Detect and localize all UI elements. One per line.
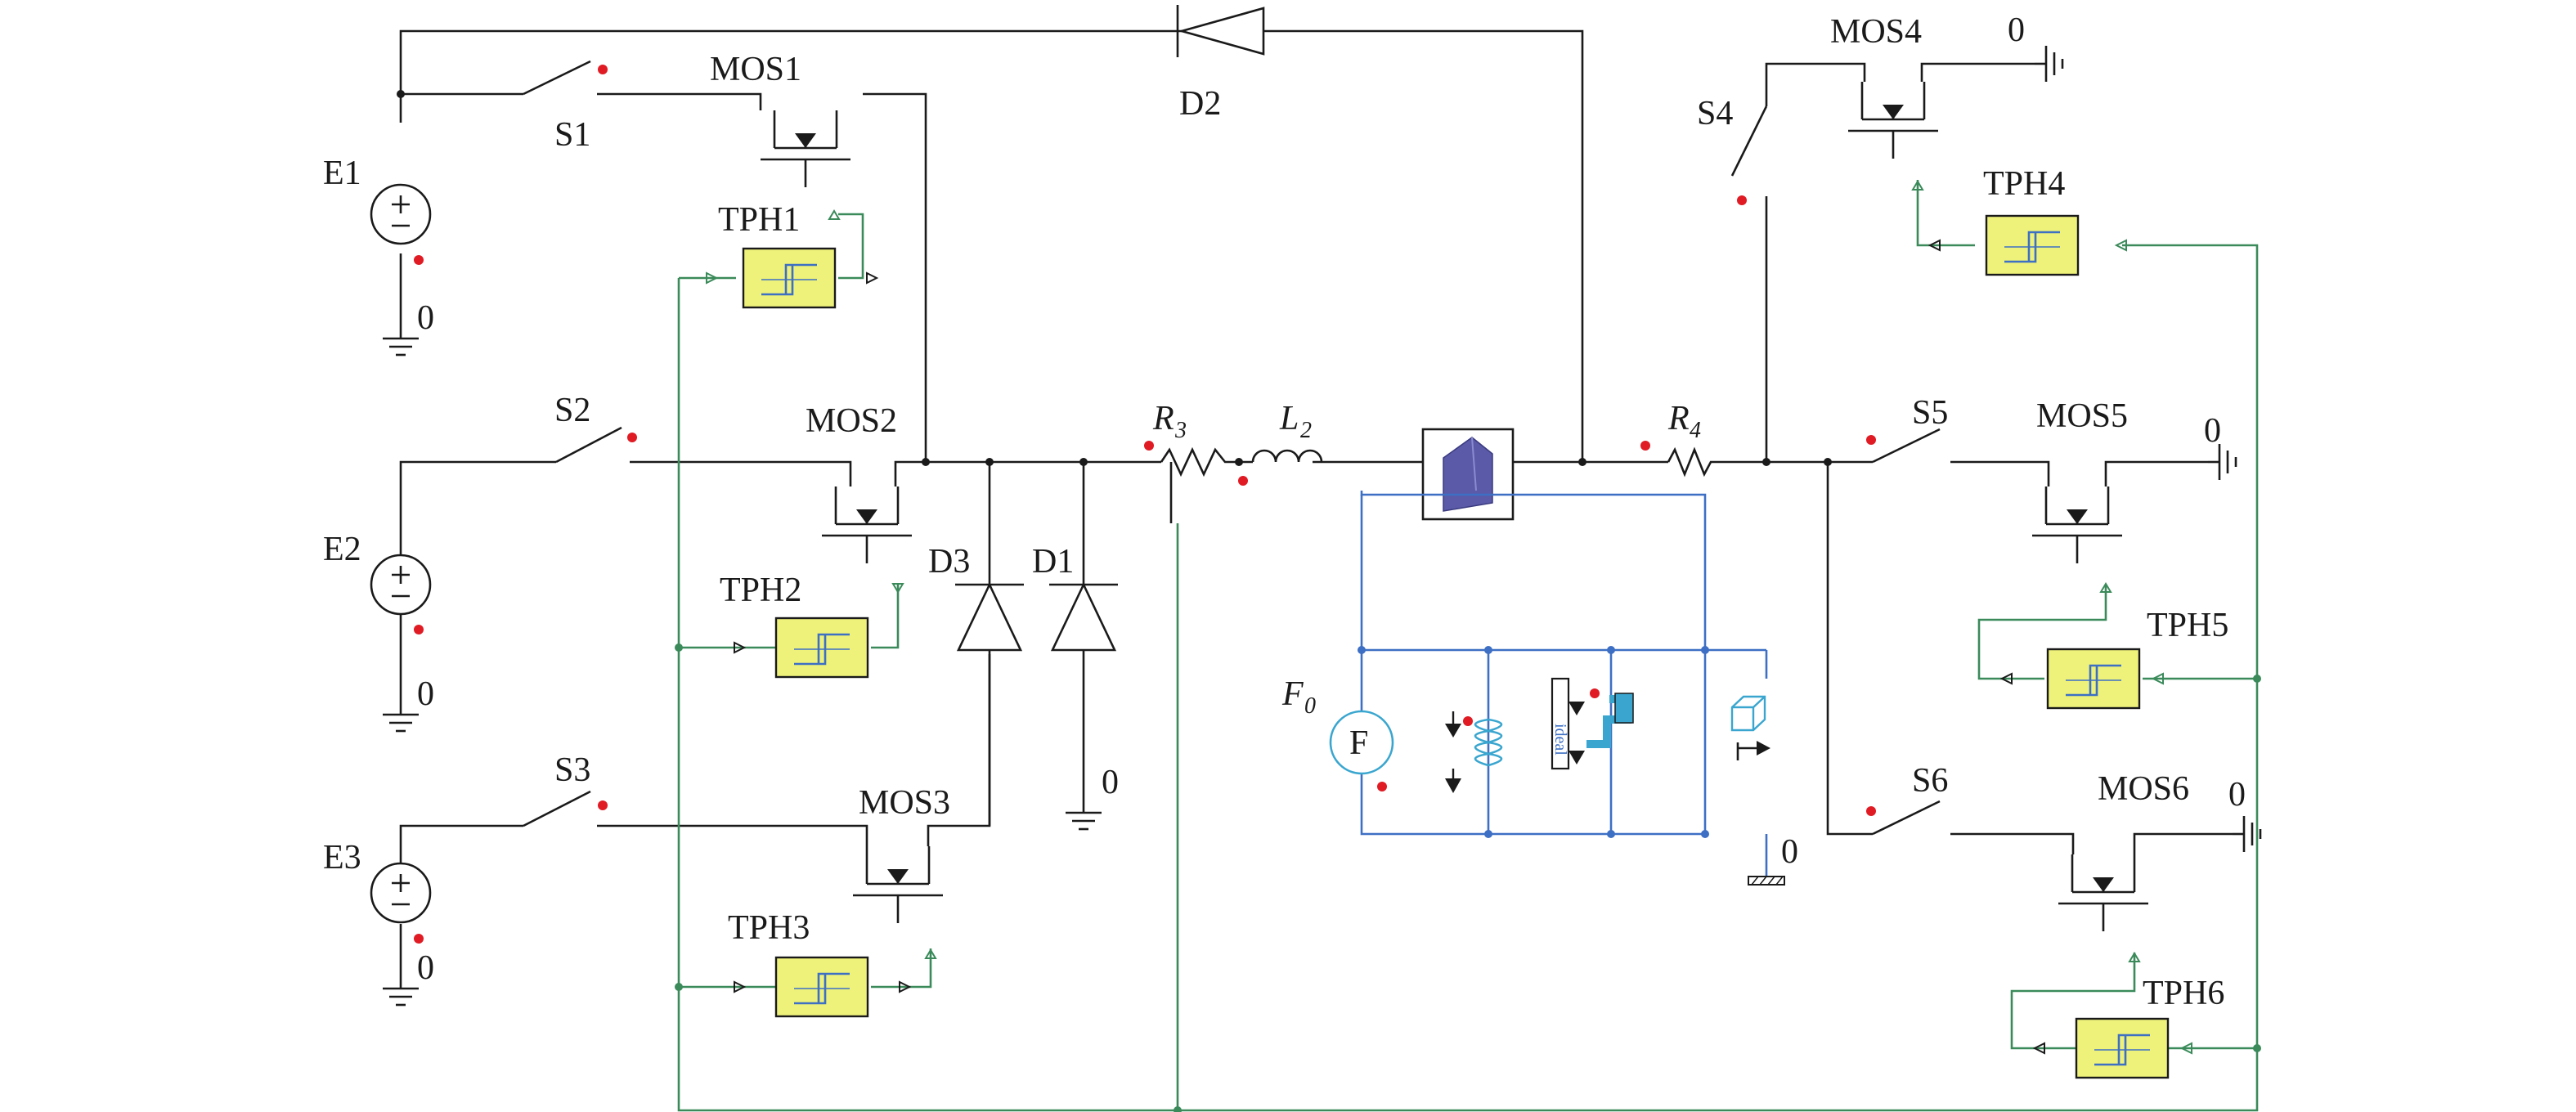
d3-label: D3 [928,543,970,581]
ground-e1: 0 [381,299,434,356]
svg-text:0: 0 [1102,764,1119,801]
hysteresis-tph5[interactable]: TPH5 [2046,607,2228,710]
r3-label: R [1152,400,1174,437]
d2-label: D2 [1179,85,1221,123]
tph2-label: TPH2 [720,572,801,609]
voltage-source-e1[interactable]: E1 [323,155,432,245]
e2-label: E2 [323,531,361,568]
spring-element[interactable] [1445,711,1503,793]
diode-d1[interactable]: D1 [1032,543,1118,652]
mos4-label: MOS4 [1830,13,1922,51]
svg-text:0: 0 [1304,693,1316,719]
svg-text:0: 0 [1781,833,1798,871]
force-source-f0[interactable]: F F 0 [1281,675,1394,775]
svg-text:0: 0 [417,675,434,713]
diode-d3[interactable]: D3 [928,543,1024,826]
svg-text:0: 0 [417,299,434,337]
svg-text:F: F [1349,724,1368,762]
tph4-label: TPH4 [1983,165,2065,203]
ground-mos4: 0 [2008,11,2064,83]
switch-s6[interactable]: S6 [1872,762,1948,836]
s5-label: S5 [1912,394,1948,432]
mos3-label: MOS3 [859,784,950,822]
ground-e2: 0 [381,675,434,733]
hysteresis-tph4[interactable]: TPH4 [1983,165,2080,276]
tph5-label: TPH5 [2147,607,2228,644]
ideal-damper[interactable]: ideal [1551,677,1634,770]
gate-control-wiring [677,180,2259,1112]
s2-label: S2 [554,392,590,429]
r4-label: R [1667,400,1690,437]
l2-label: L [1279,400,1299,437]
ground-e3: 0 [381,949,434,1007]
hysteresis-tph1[interactable]: TPH1 [718,201,837,309]
voltage-source-e3[interactable]: E3 [323,839,432,924]
hysteresis-tph6[interactable]: TPH6 [2075,975,2224,1079]
diode-d2[interactable]: D2 [1176,5,1265,123]
junction-nodes [397,90,2261,1112]
mosfet-mos3[interactable]: MOS3 [851,784,950,925]
ideal-label: ideal [1551,724,1569,756]
resistor-r3[interactable]: R 3 [1152,400,1239,478]
switch-s2[interactable]: S2 [554,392,622,464]
svg-text:3: 3 [1174,418,1187,443]
ground-mos5: 0 [2204,412,2237,482]
svg-text:0: 0 [2008,11,2025,49]
tph1-label: TPH1 [718,201,800,239]
ground-mos6: 0 [2228,776,2262,854]
svg-text:4: 4 [1690,418,1701,443]
switch-s4[interactable]: S4 [1697,95,1768,177]
s1-label: S1 [554,116,590,154]
svg-text:0: 0 [2204,412,2221,450]
mos6-label: MOS6 [2098,770,2189,808]
polarity-markers [414,65,1876,944]
e1-label: E1 [323,155,361,192]
f0-label: F [1281,675,1304,713]
voltage-source-e2[interactable]: E2 [323,531,432,616]
hysteresis-tph3[interactable]: TPH3 [728,909,869,1018]
mos2-label: MOS2 [806,402,897,440]
gate-arrows [706,180,2192,1055]
mosfet-mos6[interactable]: MOS6 [2057,770,2189,933]
svg-text:0: 0 [2228,776,2246,814]
switch-s5[interactable]: S5 [1872,394,1948,464]
mosfet-mos1[interactable]: MOS1 [710,51,852,189]
electromechanical-converter[interactable] [1421,428,1515,521]
d1-label: D1 [1032,543,1074,581]
s4-label: S4 [1697,95,1733,132]
svg-text:0: 0 [417,949,434,987]
switch-s3[interactable]: S3 [523,751,591,827]
mech-reference-ground: 0 [1748,833,1798,886]
s6-label: S6 [1912,762,1948,800]
resistor-r4[interactable]: R 4 [1667,400,1716,478]
mosfet-mos5[interactable]: MOS5 [2031,397,2128,565]
mosfet-mos4[interactable]: MOS4 [1830,13,1940,160]
tph6-label: TPH6 [2143,975,2224,1012]
inductor-l2[interactable]: L 2 [1239,400,1323,464]
main-wiring [399,29,2233,977]
mosfet-mos2[interactable]: MOS2 [806,402,913,565]
ground-d1: 0 [1064,764,1119,831]
mos5-label: MOS5 [2036,397,2128,435]
e3-label: E3 [323,839,361,877]
mos1-label: MOS1 [710,51,801,88]
hysteresis-tph2[interactable]: TPH2 [720,572,869,679]
switch-s1[interactable]: S1 [523,60,591,154]
svg-text:2: 2 [1300,418,1312,443]
tph3-label: TPH3 [728,909,810,947]
s3-label: S3 [554,751,590,789]
mass-element[interactable] [1730,695,1770,760]
